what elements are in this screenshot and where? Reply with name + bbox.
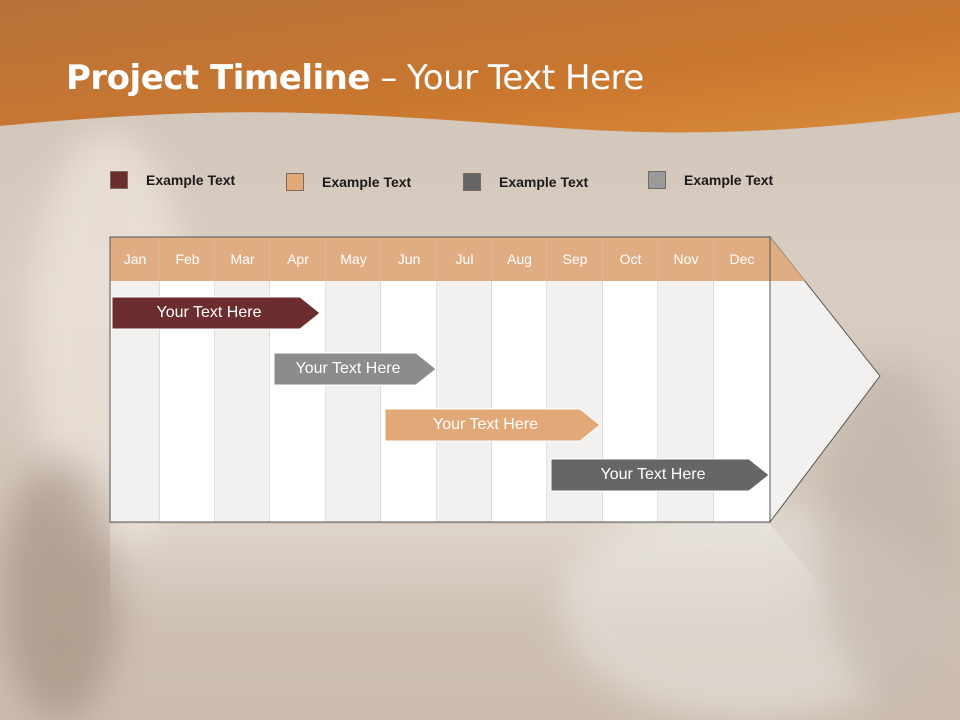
timeline-bars: [111, 296, 770, 492]
month-label: Sep: [562, 251, 588, 267]
timeline-bar-label: Your Text Here: [295, 360, 401, 377]
month-label: Feb: [175, 251, 200, 267]
legend-item: Example Text: [286, 172, 411, 192]
legend-label: Example Text: [322, 174, 412, 190]
timeline-bar-label: Your Text Here: [433, 416, 538, 433]
month-header-cell: [603, 237, 658, 281]
month-column: [381, 281, 437, 522]
month-label: Oct: [619, 251, 642, 267]
timeline-bar: [550, 458, 770, 492]
month-label: Dec: [729, 251, 755, 267]
page-title: Project Timeline – Your Text Here: [66, 58, 644, 98]
background-shape: [0, 460, 120, 720]
timeline-arrow-head: [769, 235, 881, 524]
legend-item: Example Text: [110, 170, 235, 190]
timeline-bar: [384, 408, 601, 442]
month-column: [437, 281, 492, 522]
month-header-cell: [326, 237, 381, 281]
title-rest: – Your Text Here: [369, 58, 644, 98]
month-header-cell: [492, 237, 547, 281]
timeline-bar: [273, 352, 437, 386]
timeline-bar: [111, 296, 321, 330]
legend-item: Example Text: [463, 172, 588, 192]
month-header-cell: [110, 237, 160, 281]
month-header-cell: [437, 237, 492, 281]
month-header-cell: [270, 237, 326, 281]
month-label: Jul: [455, 251, 474, 267]
legend-swatch: [463, 173, 481, 191]
month-header-cell: [381, 237, 437, 281]
month-label: May: [340, 251, 367, 267]
timeline-bar-label: Your Text Here: [600, 466, 706, 483]
header-banner: [0, 0, 960, 133]
month-label: Aug: [507, 251, 532, 267]
legend-swatch: [286, 173, 304, 191]
legend-item: Example Text: [648, 170, 773, 190]
month-column: [326, 281, 381, 522]
month-label: Mar: [230, 251, 255, 267]
month-header-cell: [215, 237, 270, 281]
legend-label: Example Text: [684, 172, 774, 188]
month-label: Nov: [673, 251, 699, 267]
month-header-cell: [547, 237, 603, 281]
month-label: Jun: [397, 251, 421, 267]
legend-swatch: [648, 171, 666, 189]
month-label: Jan: [123, 251, 147, 267]
legend-label: Example Text: [499, 174, 589, 190]
title-bold: Project Timeline: [66, 58, 370, 98]
legend-swatch: [110, 171, 128, 189]
month-header-cell: [160, 237, 215, 281]
timeline-bar-label: Your Text Here: [156, 304, 262, 321]
month-header-cell: [714, 237, 770, 281]
month-header-cell: [658, 237, 714, 281]
month-label: Apr: [287, 251, 309, 267]
timeline-frame: [109, 236, 771, 523]
legend-label: Example Text: [146, 172, 236, 188]
timeline-reflection: [110, 524, 840, 624]
month-column: [492, 281, 547, 522]
